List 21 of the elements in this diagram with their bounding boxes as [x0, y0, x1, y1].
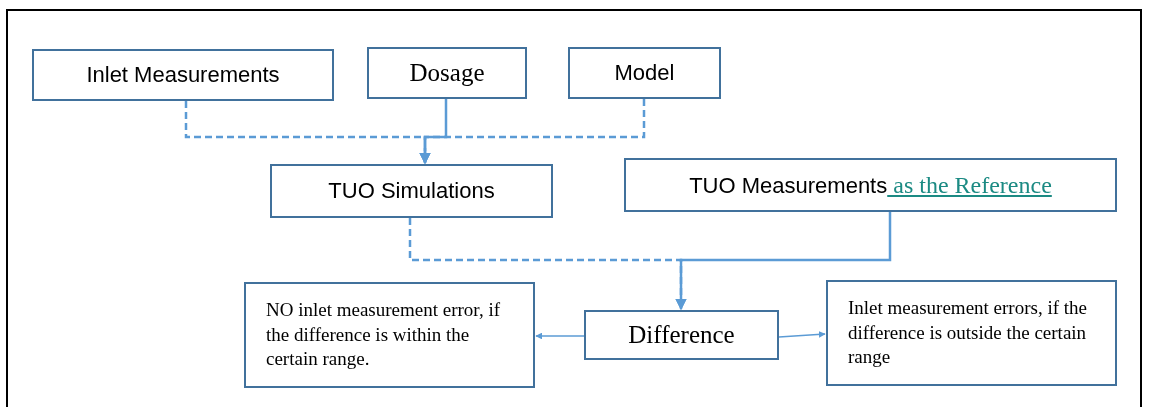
process-box — [32, 49, 334, 101]
node-label: Inlet measurement errors, if the difference is outside the certain range — [848, 296, 1087, 368]
node-label: TUO Simulations — [328, 178, 495, 203]
node-label: Dosage — [409, 59, 485, 86]
arrow — [535, 332, 585, 340]
text-box — [244, 282, 535, 388]
arrow — [778, 331, 826, 338]
process-box — [367, 47, 527, 99]
node-label: Difference — [628, 321, 735, 348]
text-box — [826, 280, 1117, 386]
node-label: TUO Measurements — [689, 172, 888, 198]
arrow — [408, 218, 687, 311]
arrow — [419, 99, 646, 165]
node-label: Inlet Measurements — [86, 62, 280, 87]
process-box — [270, 164, 553, 218]
process-box — [568, 47, 721, 99]
process-box — [584, 310, 779, 360]
node-label: Model — [614, 60, 675, 85]
process-box — [624, 158, 1117, 212]
node-label: NO inlet measurement error, if the difference is within the certain range. — [266, 298, 500, 370]
reference-link: as the Reference — [892, 171, 1052, 198]
